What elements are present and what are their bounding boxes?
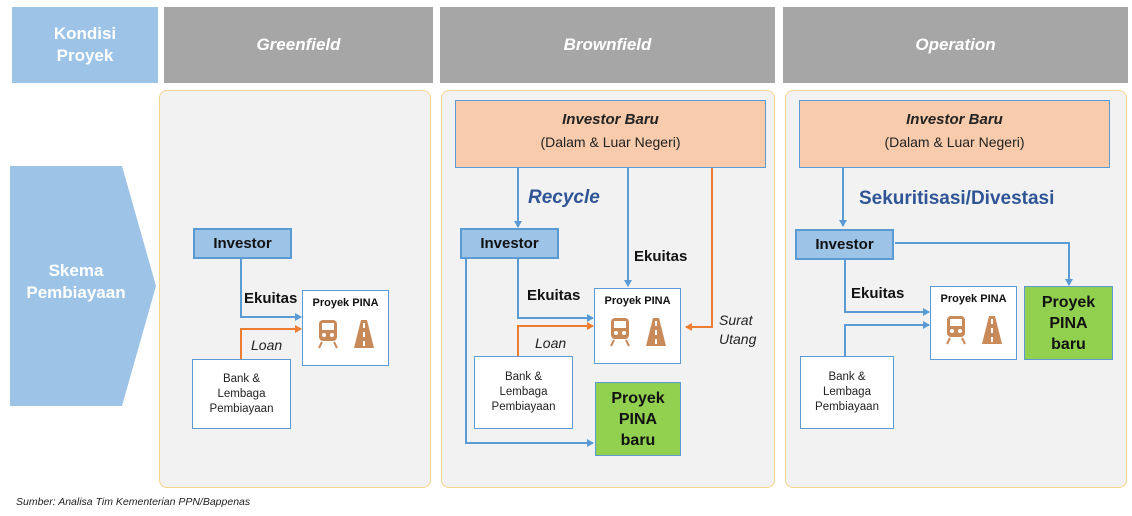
road-icon [981,316,1002,344]
surat-label: Surat [719,312,753,328]
brownfield-negeri-label: (Dalam & Luar Negeri) [540,134,681,150]
brownfield-investor-baru-label: Investor Baru [562,111,659,128]
operation-header: Operation [783,7,1128,83]
train-icon [945,316,966,345]
road-icon [353,320,374,348]
operation-investor-label: Investor [815,236,874,253]
greenfield-investor-label: Investor [213,235,272,252]
operation-bank-line [844,321,930,356]
road-icon [645,318,666,346]
skema-chevron [10,166,156,406]
operation-proyek-pina-label: Proyek PINA [940,293,1007,305]
brownfield-ekuitas-label: Ekuitas [527,287,581,304]
brownfield-surat-utang-arrow [685,168,713,331]
operation-bank-box: Bank & Lembaga Pembiayaan [800,356,894,429]
greenfield-bank-box: Bank & Lembaga Pembiayaan [192,359,291,429]
brownfield-proyek-pina-baru-box: Proyek PINA baru [595,382,681,456]
operation-investor-box: Investor [795,229,894,260]
brownfield-proyek-pina-label: Proyek PINA [604,295,671,307]
brownfield-new-project-arrow [465,259,594,447]
brownfield-label: Brownfield [563,35,652,54]
operation-investor-baru-label: Investor Baru [906,111,1003,128]
operation-bank-label: Bank & Lembaga Pembiayaan [815,371,879,413]
greenfield-investor-box: Investor [193,228,292,259]
greenfield-header: Greenfield [164,7,433,83]
brownfield-proyek-pina-baru-label: Proyek PINA baru [611,389,665,449]
brownfield-equity-arrow [517,259,594,322]
source-note: Sumber: Analisa Tim Kementerian PPN/Bapp… [16,496,251,508]
operation-proyek-pina-box: Proyek PINA [930,286,1017,360]
brownfield-bank-label: Bank & Lembaga Pembiayaan [491,371,556,413]
skema-pembiayaan-label: Skema Pembiayaan [26,261,126,302]
greenfield-proyek-pina-label: Proyek PINA [312,297,379,309]
brownfield-investor-baru-box: Investor Baru (Dalam & Luar Negeri) [455,100,766,168]
greenfield-proyek-pina-box: Proyek PINA [302,290,389,366]
kondisi-proyek-header: Kondisi Proyek [12,7,158,83]
greenfield-equity-arrow [240,259,302,321]
operation-label: Operation [915,35,996,54]
operation-new-project-arrow [895,242,1073,286]
brownfield-bank-box: Bank & Lembaga Pembiayaan [474,356,573,429]
operation-proyek-pina-baru-label: Proyek PINA baru [1041,293,1096,353]
greenfield-loan-arrow [240,325,302,359]
operation-negeri-label: (Dalam & Luar Negeri) [884,134,1025,150]
greenfield-loan-label: Loan [251,337,283,353]
brownfield-header: Brownfield [440,7,775,83]
recycle-label: Recycle [528,187,600,208]
brownfield-proyek-pina-box: Proyek PINA [594,288,681,364]
surat-utang-label: Surat Utang [719,311,756,349]
brownfield-loan-arrow [517,322,594,356]
operation-investor-baru-box: Investor Baru (Dalam & Luar Negeri) [799,100,1110,168]
brownfield-top-ekuitas-label: Ekuitas [634,248,688,265]
kondisi-proyek-label: Kondisi Proyek [53,24,117,65]
greenfield-bank-label: Bank & Lembaga Pembiayaan [209,372,274,415]
sekuritisasi-label: Sekuritisasi/Divestasi [859,188,1055,209]
brownfield-loan-label: Loan [535,335,567,351]
brownfield-investor-label: Investor [480,235,539,252]
operation-proyek-pina-baru-box: Proyek PINA baru [1024,286,1113,360]
operation-equity-arrow [844,260,930,316]
greenfield-ekuitas-label: Ekuitas [244,290,298,307]
greenfield-label: Greenfield [256,35,341,54]
train-icon [317,320,338,349]
train-icon [609,318,630,347]
brownfield-investor-box: Investor [460,228,559,259]
operation-ekuitas-label: Ekuitas [851,285,905,302]
utang-label: Utang [719,331,757,347]
